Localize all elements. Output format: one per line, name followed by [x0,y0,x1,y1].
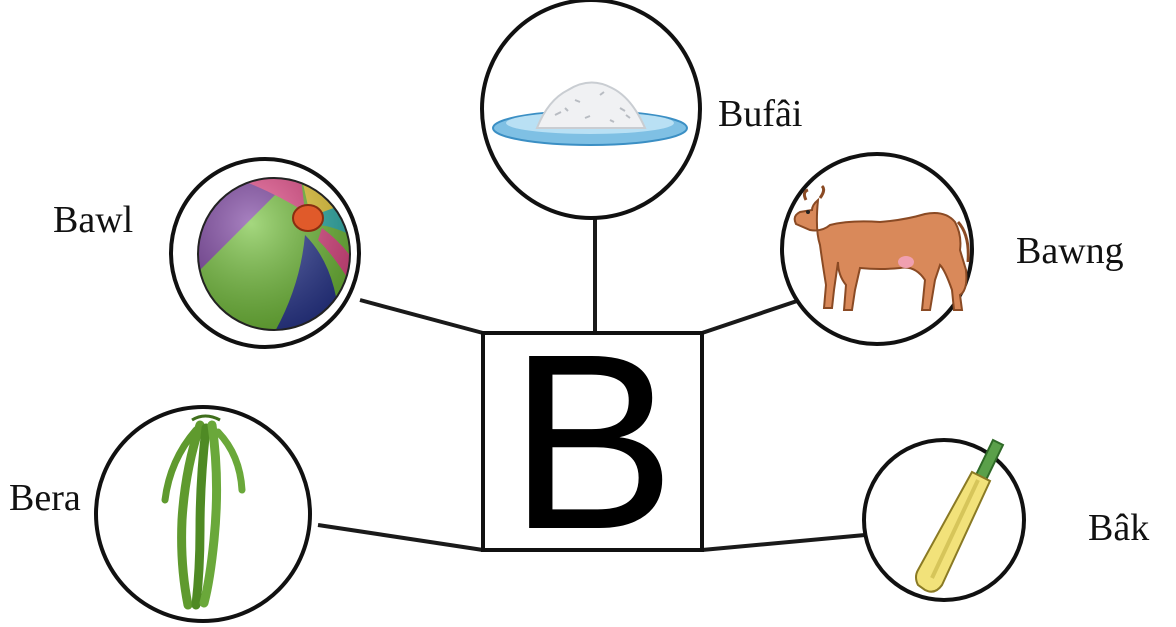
word-ball: Bawl [53,199,133,241]
connector-beans [317,523,484,552]
connector-cow [701,298,801,335]
connector-ball [359,298,484,335]
green-beans-icon [161,414,246,610]
word-bat: Bâk [1088,507,1149,549]
bubble-bat: Bâk [862,438,1149,602]
bubble-ball: Bawl [53,157,361,349]
word-beans: Bera [9,477,81,519]
connector-bat [701,533,866,552]
bubble-beans: Bera [9,405,312,623]
rice-plate-icon [492,81,688,146]
cricket-bat-icon [915,438,1005,593]
center-letter: B [509,302,676,581]
center-letter-box: B [481,302,704,581]
word-rice: Bufâi [718,93,802,135]
cow-icon [793,184,970,311]
word-cow: Bawng [1016,230,1124,272]
bubble-cow: Bawng [780,152,1124,346]
bubble-rice: Bufâi [480,0,802,220]
